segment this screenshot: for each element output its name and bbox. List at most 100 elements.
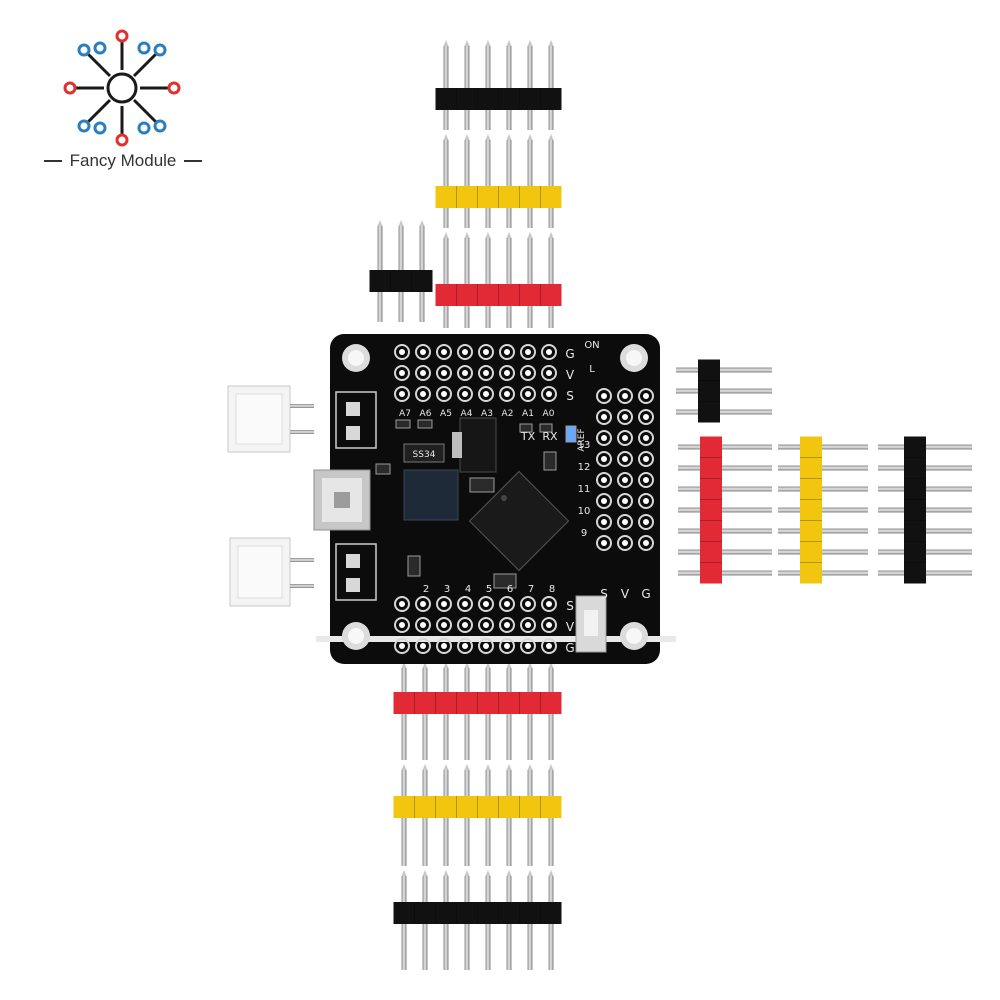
pad bbox=[520, 365, 536, 381]
header-body bbox=[698, 359, 720, 423]
pad bbox=[596, 388, 612, 404]
pad bbox=[436, 596, 452, 612]
pad-hole bbox=[525, 370, 531, 376]
logo-node bbox=[63, 81, 77, 95]
pad bbox=[617, 514, 633, 530]
pad bbox=[415, 386, 431, 402]
pad-hole bbox=[462, 370, 468, 376]
pin bbox=[443, 140, 449, 228]
right-svg-label: V bbox=[621, 587, 630, 601]
pad bbox=[499, 344, 515, 360]
logo-node bbox=[93, 121, 107, 135]
top-red-header bbox=[435, 232, 562, 328]
pad-hole bbox=[420, 391, 426, 397]
pad-hole bbox=[441, 391, 447, 397]
pad-hole bbox=[601, 393, 607, 399]
pad-hole bbox=[622, 498, 628, 504]
pin-tip bbox=[485, 134, 491, 140]
pad-hole bbox=[462, 391, 468, 397]
pin-tip bbox=[506, 764, 512, 770]
pin-tip bbox=[548, 870, 554, 876]
bottom-svg-label: G bbox=[565, 641, 574, 655]
pin-tip bbox=[443, 662, 449, 668]
pad bbox=[457, 617, 473, 633]
led-label-on: ON bbox=[584, 340, 599, 351]
pad bbox=[478, 638, 494, 654]
pad bbox=[478, 344, 494, 360]
pin bbox=[678, 570, 772, 576]
pad bbox=[478, 617, 494, 633]
pad-hole bbox=[546, 391, 552, 397]
pad bbox=[415, 344, 431, 360]
pad bbox=[499, 638, 515, 654]
logo-node bbox=[77, 43, 91, 57]
top-svg-label: G bbox=[565, 347, 574, 361]
pin bbox=[778, 549, 868, 555]
pin-tip bbox=[422, 764, 428, 770]
pad bbox=[436, 386, 452, 402]
logo-node bbox=[167, 81, 181, 95]
bottom-svg-label: S bbox=[566, 599, 574, 613]
header-body bbox=[435, 186, 562, 208]
header-body bbox=[904, 436, 926, 584]
pad bbox=[436, 344, 452, 360]
top-pin-label: A0 bbox=[543, 409, 555, 419]
pad bbox=[638, 472, 654, 488]
pad-hole bbox=[525, 391, 531, 397]
pin bbox=[527, 238, 533, 328]
header-body bbox=[393, 902, 562, 924]
pad-hole bbox=[504, 622, 510, 628]
pin bbox=[678, 528, 772, 534]
pin bbox=[778, 465, 868, 471]
pin bbox=[778, 444, 868, 450]
pad bbox=[541, 596, 557, 612]
pad-hole bbox=[420, 601, 426, 607]
right-pin-label: 9 bbox=[581, 528, 587, 539]
header-body bbox=[393, 692, 562, 714]
pad bbox=[436, 365, 452, 381]
pin bbox=[676, 388, 772, 394]
pad-hole bbox=[643, 393, 649, 399]
pad bbox=[415, 638, 431, 654]
pad-hole bbox=[601, 498, 607, 504]
pad-hole bbox=[483, 643, 489, 649]
brand-name: Fancy Module bbox=[69, 151, 177, 170]
pad bbox=[541, 365, 557, 381]
pin-tip bbox=[398, 220, 404, 226]
pad-hole bbox=[462, 622, 468, 628]
pin-tip bbox=[422, 662, 428, 668]
pad bbox=[617, 388, 633, 404]
pin bbox=[778, 528, 868, 534]
pad bbox=[394, 596, 410, 612]
passive-components bbox=[375, 419, 577, 589]
left-dash bbox=[43, 160, 62, 162]
pin-tip bbox=[485, 870, 491, 876]
pin bbox=[778, 570, 868, 576]
pin-tip bbox=[422, 870, 428, 876]
pad-hole bbox=[525, 622, 531, 628]
pad bbox=[520, 617, 536, 633]
pin bbox=[548, 140, 554, 228]
pad-hole bbox=[420, 349, 426, 355]
pin-tip bbox=[401, 662, 407, 668]
top-pin-label: A4 bbox=[461, 409, 473, 419]
right-pin-label: 11 bbox=[578, 484, 591, 495]
pad bbox=[617, 430, 633, 446]
diode-chip: SS34 bbox=[403, 443, 445, 463]
atmega-chip bbox=[468, 470, 570, 572]
pad bbox=[499, 386, 515, 402]
pad bbox=[596, 535, 612, 551]
pad-hole bbox=[546, 643, 552, 649]
right-yellow-header bbox=[778, 436, 868, 584]
pad-hole bbox=[483, 622, 489, 628]
pad-hole bbox=[601, 456, 607, 462]
pad-hole bbox=[441, 622, 447, 628]
pad-hole bbox=[399, 370, 405, 376]
pin-tip bbox=[443, 870, 449, 876]
pin-tip bbox=[443, 134, 449, 140]
fancy-module-logo-icon bbox=[63, 29, 181, 147]
pin-tip bbox=[485, 40, 491, 46]
top-svg-label: S bbox=[566, 389, 574, 403]
right-pin-label: 13 bbox=[578, 440, 591, 451]
right-svg-label: G bbox=[641, 587, 650, 601]
